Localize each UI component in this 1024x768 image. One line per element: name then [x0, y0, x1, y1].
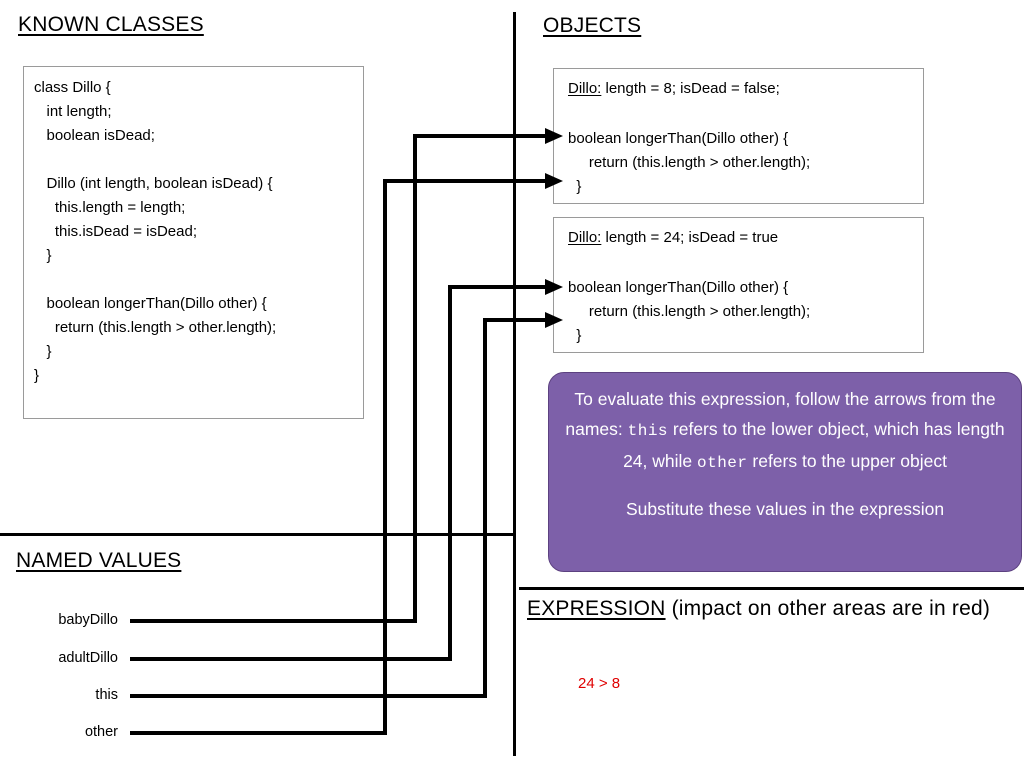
named-value-label-adultdillo: adultDillo: [58, 650, 118, 666]
class-definition-box: class Dillo { int length; boolean isDead…: [23, 66, 364, 419]
horizontal-divider-expression: [519, 587, 1024, 590]
explanation-callout: To evaluate this expression, follow the …: [548, 372, 1022, 572]
named-value-label-this: this: [95, 687, 118, 703]
expression-heading-text: EXPRESSION: [527, 597, 666, 620]
expression-value: 24 > 8: [578, 675, 621, 692]
class-definition-code: class Dillo { int length; boolean isDead…: [34, 79, 277, 384]
object-method-code: boolean longerThan(Dillo other) { return…: [568, 130, 811, 195]
callout-text-a: To evaluate this expression, follow the …: [565, 389, 996, 439]
known-classes-heading-text: KNOWN CLASSES: [18, 13, 204, 36]
object-type-label: Dillo:: [568, 80, 602, 97]
object-box: Dillo: length = 24; isDead = true boolea…: [553, 217, 924, 353]
callout-text-c: refers to the upper object: [747, 451, 947, 471]
object-box: Dillo: length = 8; isDead = false; boole…: [553, 68, 924, 204]
object-header: Dillo: length = 8; isDead = false;: [568, 80, 780, 97]
vertical-divider: [513, 12, 516, 756]
callout-keyword-other: other: [697, 454, 748, 472]
named-value-label-babydillo: babyDillo: [58, 612, 118, 628]
horizontal-divider-left: [0, 533, 516, 536]
objects-heading-text: OBJECTS: [543, 14, 642, 37]
callout-spacer: [561, 478, 1009, 494]
object-header: Dillo: length = 24; isDead = true: [568, 229, 778, 246]
named-values-heading-text: NAMED VALUES: [16, 549, 182, 572]
object-method-code: boolean longerThan(Dillo other) { return…: [568, 279, 811, 344]
objects-heading: OBJECTS: [543, 14, 641, 38]
callout-text-b: refers to the lower object, which has le…: [623, 419, 1005, 471]
object-type-label: Dillo:: [568, 229, 602, 246]
callout-keyword-this: this: [627, 422, 669, 440]
known-classes-heading: KNOWN CLASSES: [18, 13, 204, 37]
expression-heading-note: (impact on other areas are in red): [665, 597, 991, 620]
named-values-heading: NAMED VALUES: [16, 549, 181, 573]
object-fields: length = 24; isDead = true: [601, 229, 779, 246]
callout-line2: Substitute these values in the expressio…: [625, 499, 945, 519]
expression-heading: EXPRESSION (impact on other areas are in…: [527, 597, 990, 621]
object-fields: length = 8; isDead = false;: [601, 80, 780, 97]
named-value-label-other: other: [84, 724, 118, 740]
